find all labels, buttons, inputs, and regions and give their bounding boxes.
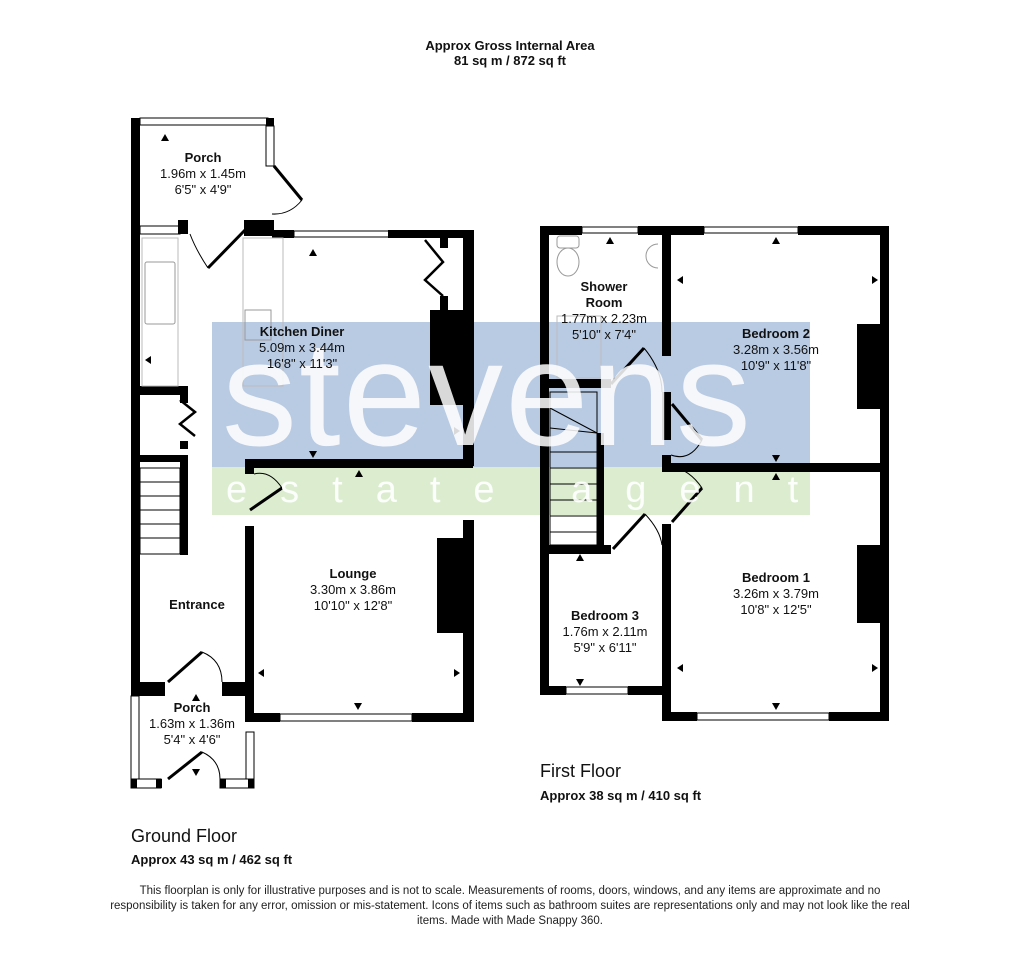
room-label-entrance: Entrance bbox=[169, 597, 225, 612]
first-floor-title: First Floor bbox=[540, 761, 621, 781]
room-label-rear-porch: Porch 1.63m x 1.36m 5'4" x 4'6" bbox=[149, 700, 235, 747]
room-label-bedroom-1: Bedroom 1 3.26m x 3.79m 10'8" x 12'5" bbox=[733, 570, 819, 617]
room-label-lounge: Lounge 3.30m x 3.86m 10'10" x 12'8" bbox=[310, 566, 396, 613]
gross-area-value: 81 sq m / 872 sq ft bbox=[454, 53, 566, 68]
room-label-kitchen-diner: Kitchen Diner 5.09m x 3.44m 16'8" x 11'3… bbox=[259, 324, 345, 371]
room-label-bedroom-2: Bedroom 2 3.28m x 3.56m 10'9" x 11'8" bbox=[733, 326, 819, 373]
ground-floor-area: Approx 43 sq m / 462 sq ft bbox=[131, 852, 293, 867]
ground-floor-title: Ground Floor bbox=[131, 826, 238, 846]
first-floor-area: Approx 38 sq m / 410 sq ft bbox=[540, 788, 702, 803]
room-label-shower-room: Shower Room 1.77m x 2.23m 5'10" x 7'4" bbox=[561, 279, 647, 342]
gross-area-title: Approx Gross Internal Area bbox=[425, 38, 595, 53]
disclaimer-text: This floorplan is only for illustrative … bbox=[110, 885, 910, 927]
room-label-front-porch: Porch 1.96m x 1.45m 6'5" x 4'9" bbox=[160, 150, 246, 197]
room-label-bedroom-3: Bedroom 3 1.76m x 2.11m 5'9" x 6'11" bbox=[562, 608, 648, 655]
